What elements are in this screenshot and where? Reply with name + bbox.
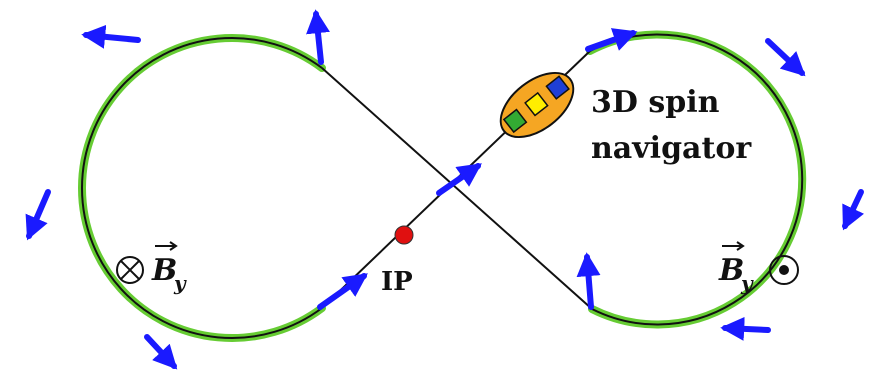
rotator-yellow xyxy=(524,91,549,117)
spin-arrow xyxy=(144,334,178,370)
right-ring-green-arc xyxy=(586,30,807,329)
field-right-subscript: y xyxy=(740,271,754,295)
circle-dot-icon xyxy=(769,255,799,285)
right-ring-orbit xyxy=(589,33,804,326)
field-right-label: B xyxy=(718,253,744,288)
spin-arrow xyxy=(306,9,330,65)
spin-arrow xyxy=(842,189,865,231)
field-left-label: B xyxy=(151,253,177,288)
spin-arrow xyxy=(765,38,806,77)
ip-label: IP xyxy=(381,267,413,297)
ip-marker xyxy=(394,225,414,245)
rotator-blue xyxy=(545,75,570,100)
spin-arrow xyxy=(25,189,51,241)
spin-arrow xyxy=(436,163,482,196)
rotator-green xyxy=(502,108,528,134)
spin-arrow xyxy=(81,24,141,49)
spin-arrow xyxy=(576,252,601,310)
circle-cross-icon xyxy=(116,256,144,284)
spin-arrow xyxy=(585,28,638,52)
navigator-label-line2: navigator xyxy=(591,131,752,166)
left-ring-orbit xyxy=(81,37,323,339)
spin-arrow xyxy=(317,273,368,310)
spin-arrow xyxy=(720,316,771,341)
spin-arrows xyxy=(25,9,865,370)
left-ring-green-arc xyxy=(78,34,326,342)
straight-section-upper-left-to-lower-right xyxy=(321,67,593,310)
spin-navigator xyxy=(499,71,575,139)
field-left-subscript: y xyxy=(173,271,187,295)
navigator-label-line1: 3D spin xyxy=(591,85,720,120)
